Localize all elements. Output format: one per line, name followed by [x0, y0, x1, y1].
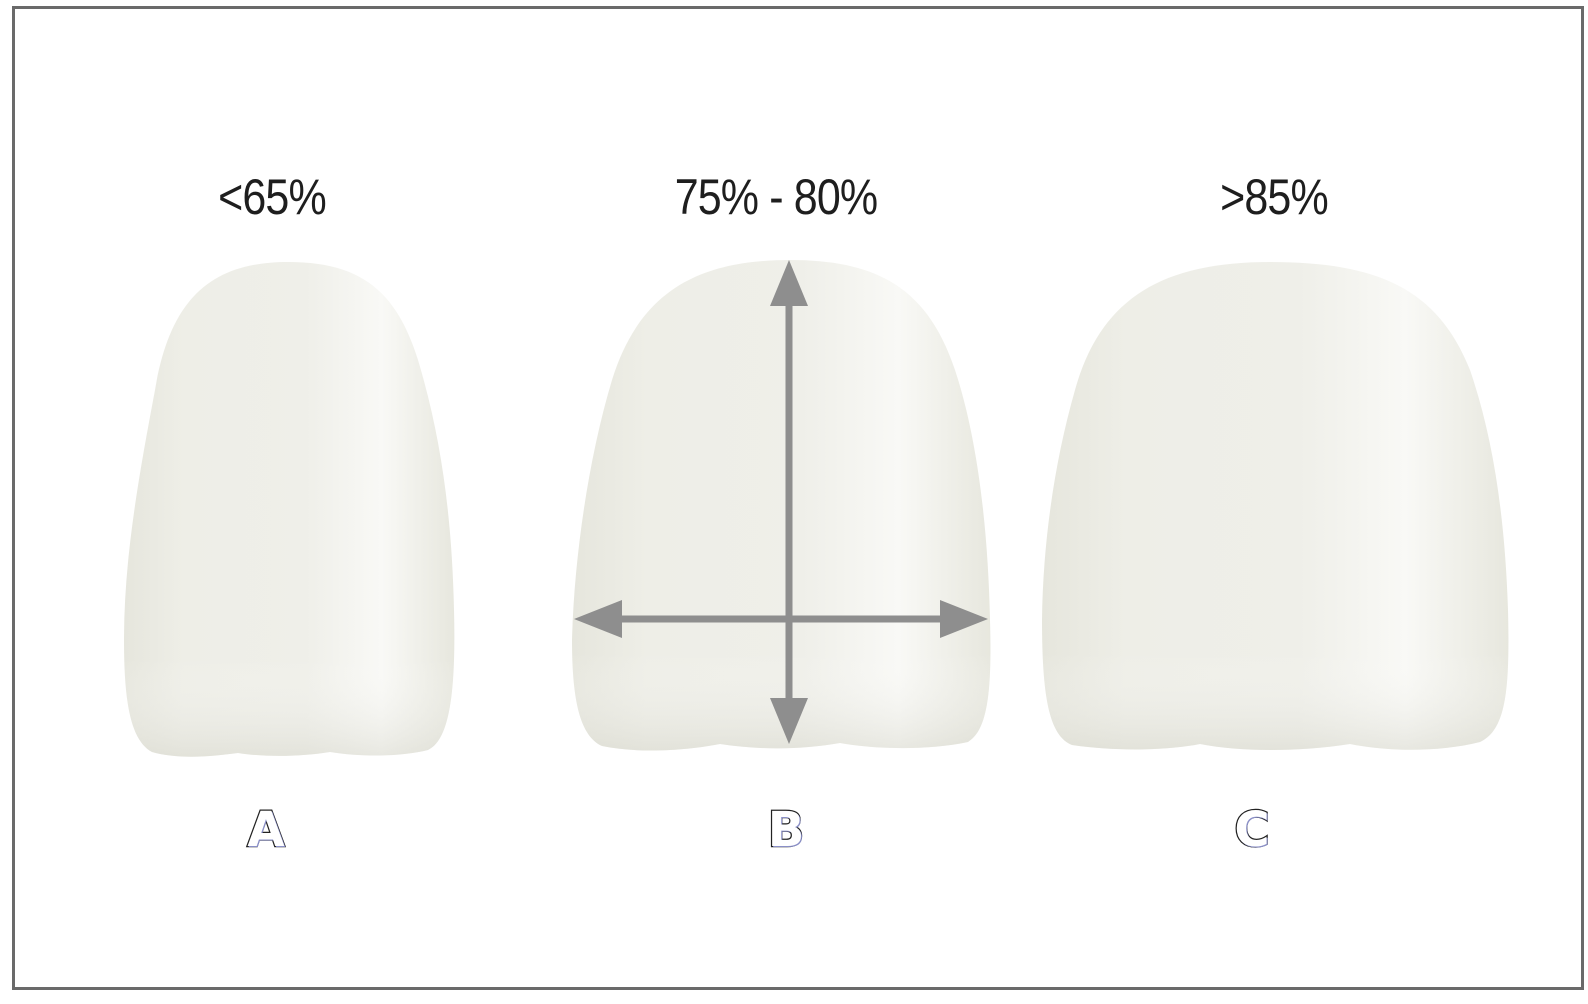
- tooth-c: [1042, 262, 1509, 750]
- width-arrow-right-head: [940, 600, 988, 638]
- ratio-label-b: 75% - 80%: [674, 169, 878, 225]
- length-arrow-top-head: [770, 260, 808, 306]
- length-arrow-bottom-head: [770, 698, 808, 744]
- tooth-a: [124, 262, 455, 757]
- letter-label-c: C: [1233, 801, 1271, 860]
- letter-label-b: B: [766, 801, 805, 860]
- width-arrow-left-head: [574, 600, 622, 638]
- tooth-b: [572, 260, 991, 751]
- letter-label-a: A: [246, 801, 286, 860]
- ratio-label-c: >85%: [1220, 169, 1329, 225]
- ratio-label-a: <65%: [218, 169, 327, 225]
